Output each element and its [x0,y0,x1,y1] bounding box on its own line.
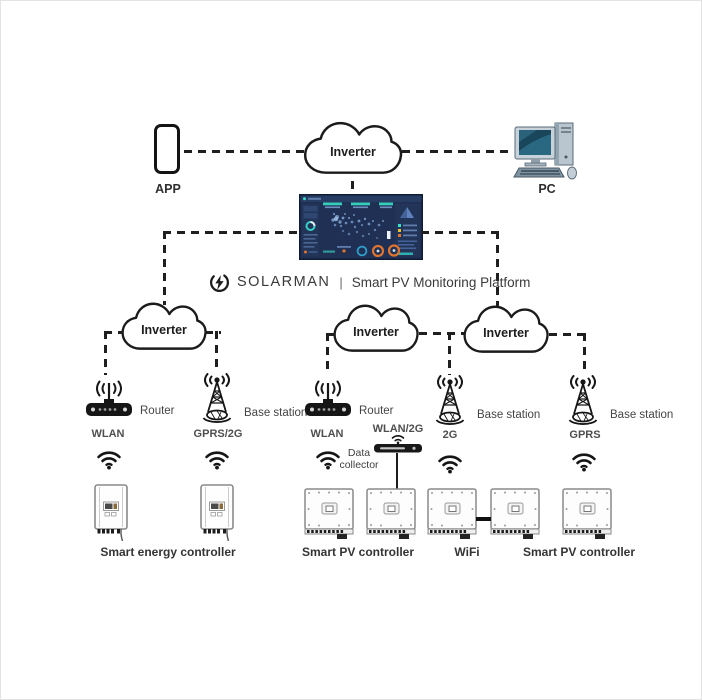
router-label: Router [359,405,394,417]
base-station-icon [561,375,605,429]
brand-name: SOLARMAN [237,274,331,290]
connector-cloud-pc [402,150,514,153]
inverter-link-cable [476,517,491,521]
data-collector-label: Data collector [339,447,379,472]
connector [326,333,338,336]
connector-dashboard-left [163,231,301,234]
cloud-icon [303,121,403,174]
brand-divider: | [339,274,343,290]
group-label-pv-mid: Smart PV controller [301,545,415,559]
wall-inverter-icon [91,483,131,541]
base-station-label: Base station [477,409,541,421]
platform-brand: SOLARMAN | Smart PV Monitoring Platform [209,271,530,293]
pv-inverter-icon [426,487,478,539]
wifi-icon [315,449,341,470]
pc-label: PC [538,182,556,196]
connector [583,333,586,375]
wifi-icon [204,449,230,470]
router-icon [83,378,135,420]
connector [448,332,451,375]
group-label-energy: Smart energy controller [100,545,236,559]
group-label-wifi: WiFi [454,545,480,559]
connector [215,331,218,372]
wlan-label: WLAN [91,428,125,440]
gprs-2g-label: GPRS/2G [193,428,243,440]
wlan-label: WLAN [310,428,344,440]
cloud-icon [463,305,549,353]
connector-down-left-cloud [163,231,166,305]
base-station-icon [195,373,239,427]
cloud-inverter-middle: Inverter [331,302,421,360]
wlan-2g-label: WLAN/2G [372,423,424,435]
cloud-inverter-right: Inverter [461,303,551,361]
data-collector-icon [372,433,424,455]
router-label: Router [140,405,175,417]
connector [326,333,329,375]
platform-name: Smart PV Monitoring Platform [351,274,531,290]
pv-inverter-icon [365,487,417,539]
cloud-label: Inverter [330,145,376,160]
cloud-icon [333,304,419,352]
router-icon [302,378,354,420]
pv-inverter-icon [489,487,541,539]
pv-inverter-icon [561,487,613,539]
pv-inverter-icon [303,487,355,539]
connector [104,331,107,375]
cloud-inverter-top: Inverter [301,119,405,183]
group-label-pv-right: Smart PV controller [522,545,636,559]
smartphone-icon [153,123,181,175]
cloud-label: Inverter [141,323,187,338]
wifi-icon [437,453,463,474]
cloud-icon [121,302,207,350]
connector [419,332,465,335]
cloud-inverter-left: Inverter [119,300,209,358]
app-label: APP [155,182,181,196]
solarman-logo-icon [209,272,230,292]
connector-dashboard-right [421,231,499,234]
connector [104,331,123,334]
desktop-pc-icon [511,121,581,181]
wall-inverter-icon [197,483,237,541]
wifi-icon [96,449,122,470]
collector-cable [396,453,398,490]
connector [205,331,221,334]
connector [549,333,587,336]
wifi-icon [571,451,597,472]
base-station-icon [428,375,472,429]
2g-label: 2G [442,429,458,441]
cloud-label: Inverter [353,325,399,340]
connector-app-cloud [184,150,304,153]
base-station-label: Base station [610,409,674,421]
base-station-label: Base station [244,407,308,419]
cloud-label: Inverter [483,326,529,341]
connector-cloud-dashboard [351,181,354,195]
connector-down-right-cloud [496,231,499,308]
gprs-label: GPRS [569,429,601,441]
monitoring-dashboard-screenshot [299,194,423,260]
